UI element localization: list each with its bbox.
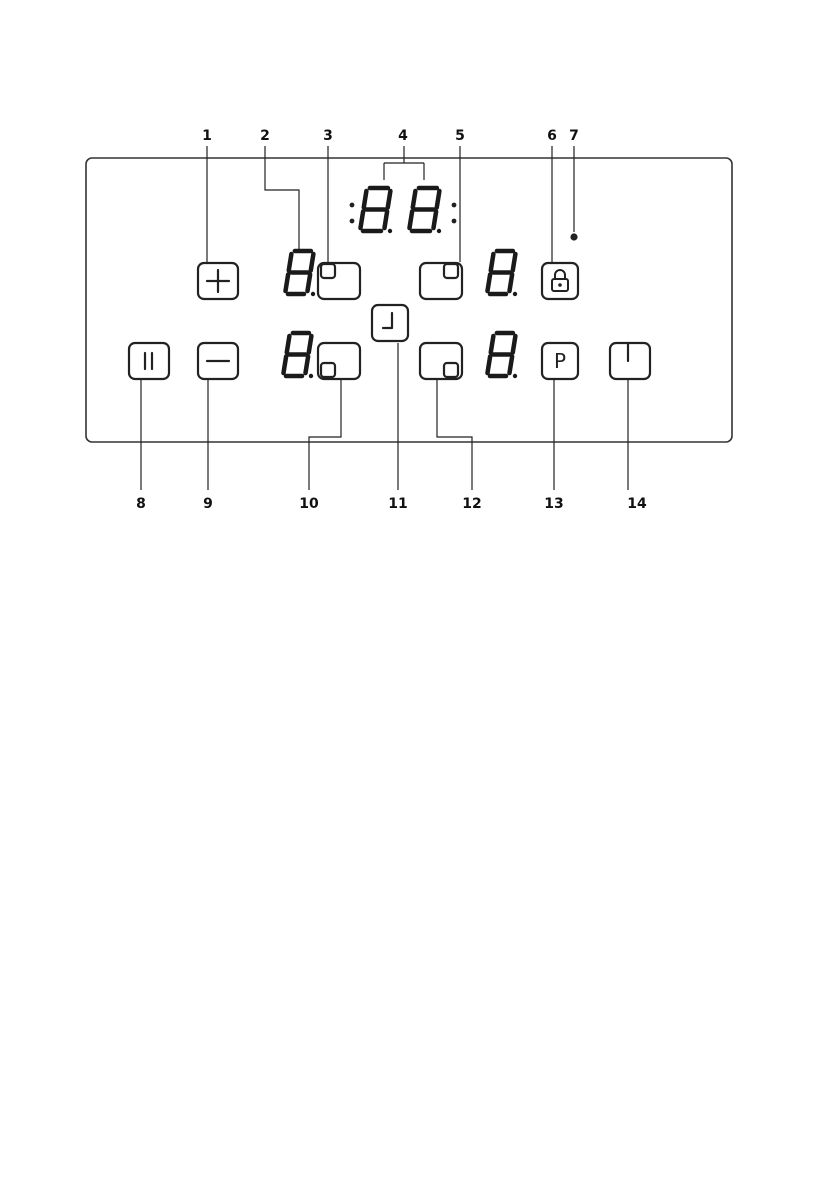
- segment-c: [307, 275, 310, 292]
- segment-c: [509, 275, 512, 292]
- decimal-point: [513, 292, 517, 296]
- leader-10: [309, 380, 341, 490]
- lock-button[interactable]: [542, 263, 578, 299]
- segment-c: [509, 357, 512, 374]
- zone-select-front-left[interactable]: [318, 263, 360, 299]
- segment-b: [513, 336, 516, 353]
- zone-display-rear-right: [487, 333, 517, 378]
- program-button[interactable]: P: [542, 343, 578, 379]
- lock-indicator-light: [570, 233, 577, 240]
- zone-select-front-right[interactable]: [420, 263, 462, 299]
- callout-7: 7: [569, 128, 579, 144]
- program-label: P: [554, 349, 566, 373]
- timer-colon-right-bottom: [452, 219, 457, 224]
- zone-position-front-right-icon: [444, 264, 458, 278]
- zone-select-rear-right[interactable]: [420, 343, 462, 379]
- callout-2: 2: [260, 128, 270, 144]
- control-panel-outline: [86, 158, 732, 442]
- power-button[interactable]: [610, 343, 650, 379]
- pause-button[interactable]: [129, 343, 169, 379]
- segment-c: [384, 212, 387, 229]
- timer-colon-right-top: [452, 203, 457, 208]
- segment-b: [311, 254, 314, 271]
- zone-position-front-left-icon: [321, 264, 335, 278]
- segment-f: [413, 191, 416, 208]
- zone-select-rear-left[interactable]: [318, 343, 360, 379]
- callout-12: 12: [462, 496, 481, 512]
- segment-f: [491, 254, 494, 271]
- zone-position-rear-right-icon: [444, 363, 458, 377]
- callout-11: 11: [388, 496, 407, 512]
- segment-b: [388, 191, 391, 208]
- segment-f: [287, 336, 290, 353]
- segment-e: [487, 357, 490, 374]
- segment-f: [289, 254, 292, 271]
- segment-e: [285, 275, 288, 292]
- leader-4: [384, 146, 424, 180]
- decimal-point: [513, 374, 517, 378]
- minus-button[interactable]: [198, 343, 238, 379]
- timer-digit-units: [409, 188, 441, 233]
- callout-14: 14: [627, 496, 647, 512]
- callout-4: 4: [398, 128, 408, 144]
- timer-digit-tens: [360, 188, 392, 233]
- callout-10: 10: [299, 496, 319, 512]
- segment-f: [364, 191, 367, 208]
- segment-b: [309, 336, 312, 353]
- zone-display-front-left: [285, 251, 315, 296]
- segment-b: [437, 191, 440, 208]
- leader-12: [437, 380, 472, 490]
- timer-colon-left-top: [350, 203, 355, 208]
- timer-colon-left-bottom: [350, 219, 355, 224]
- segment-e: [409, 212, 412, 229]
- timer-button[interactable]: [372, 305, 408, 341]
- zone-display-front-right: [487, 251, 517, 296]
- decimal-point: [388, 229, 392, 233]
- segment-c: [305, 357, 308, 374]
- callout-8: 8: [136, 496, 146, 512]
- segment-e: [283, 357, 286, 374]
- segment-c: [433, 212, 436, 229]
- zone-display-rear-left: [283, 333, 313, 378]
- callout-1: 1: [202, 128, 212, 144]
- segment-f: [491, 336, 494, 353]
- segment-e: [360, 212, 363, 229]
- decimal-point: [311, 292, 315, 296]
- callout-5: 5: [455, 128, 465, 144]
- decimal-point: [309, 374, 313, 378]
- callout-9: 9: [203, 496, 213, 512]
- callout-13: 13: [544, 496, 563, 512]
- callout-3: 3: [323, 128, 333, 144]
- segment-b: [513, 254, 516, 271]
- zone-position-rear-left-icon: [321, 363, 335, 377]
- segment-e: [487, 275, 490, 292]
- leader-2: [265, 146, 299, 250]
- callout-6: 6: [547, 128, 557, 144]
- decimal-point: [437, 229, 441, 233]
- plus-button[interactable]: [198, 263, 238, 299]
- timer-display: [350, 188, 457, 233]
